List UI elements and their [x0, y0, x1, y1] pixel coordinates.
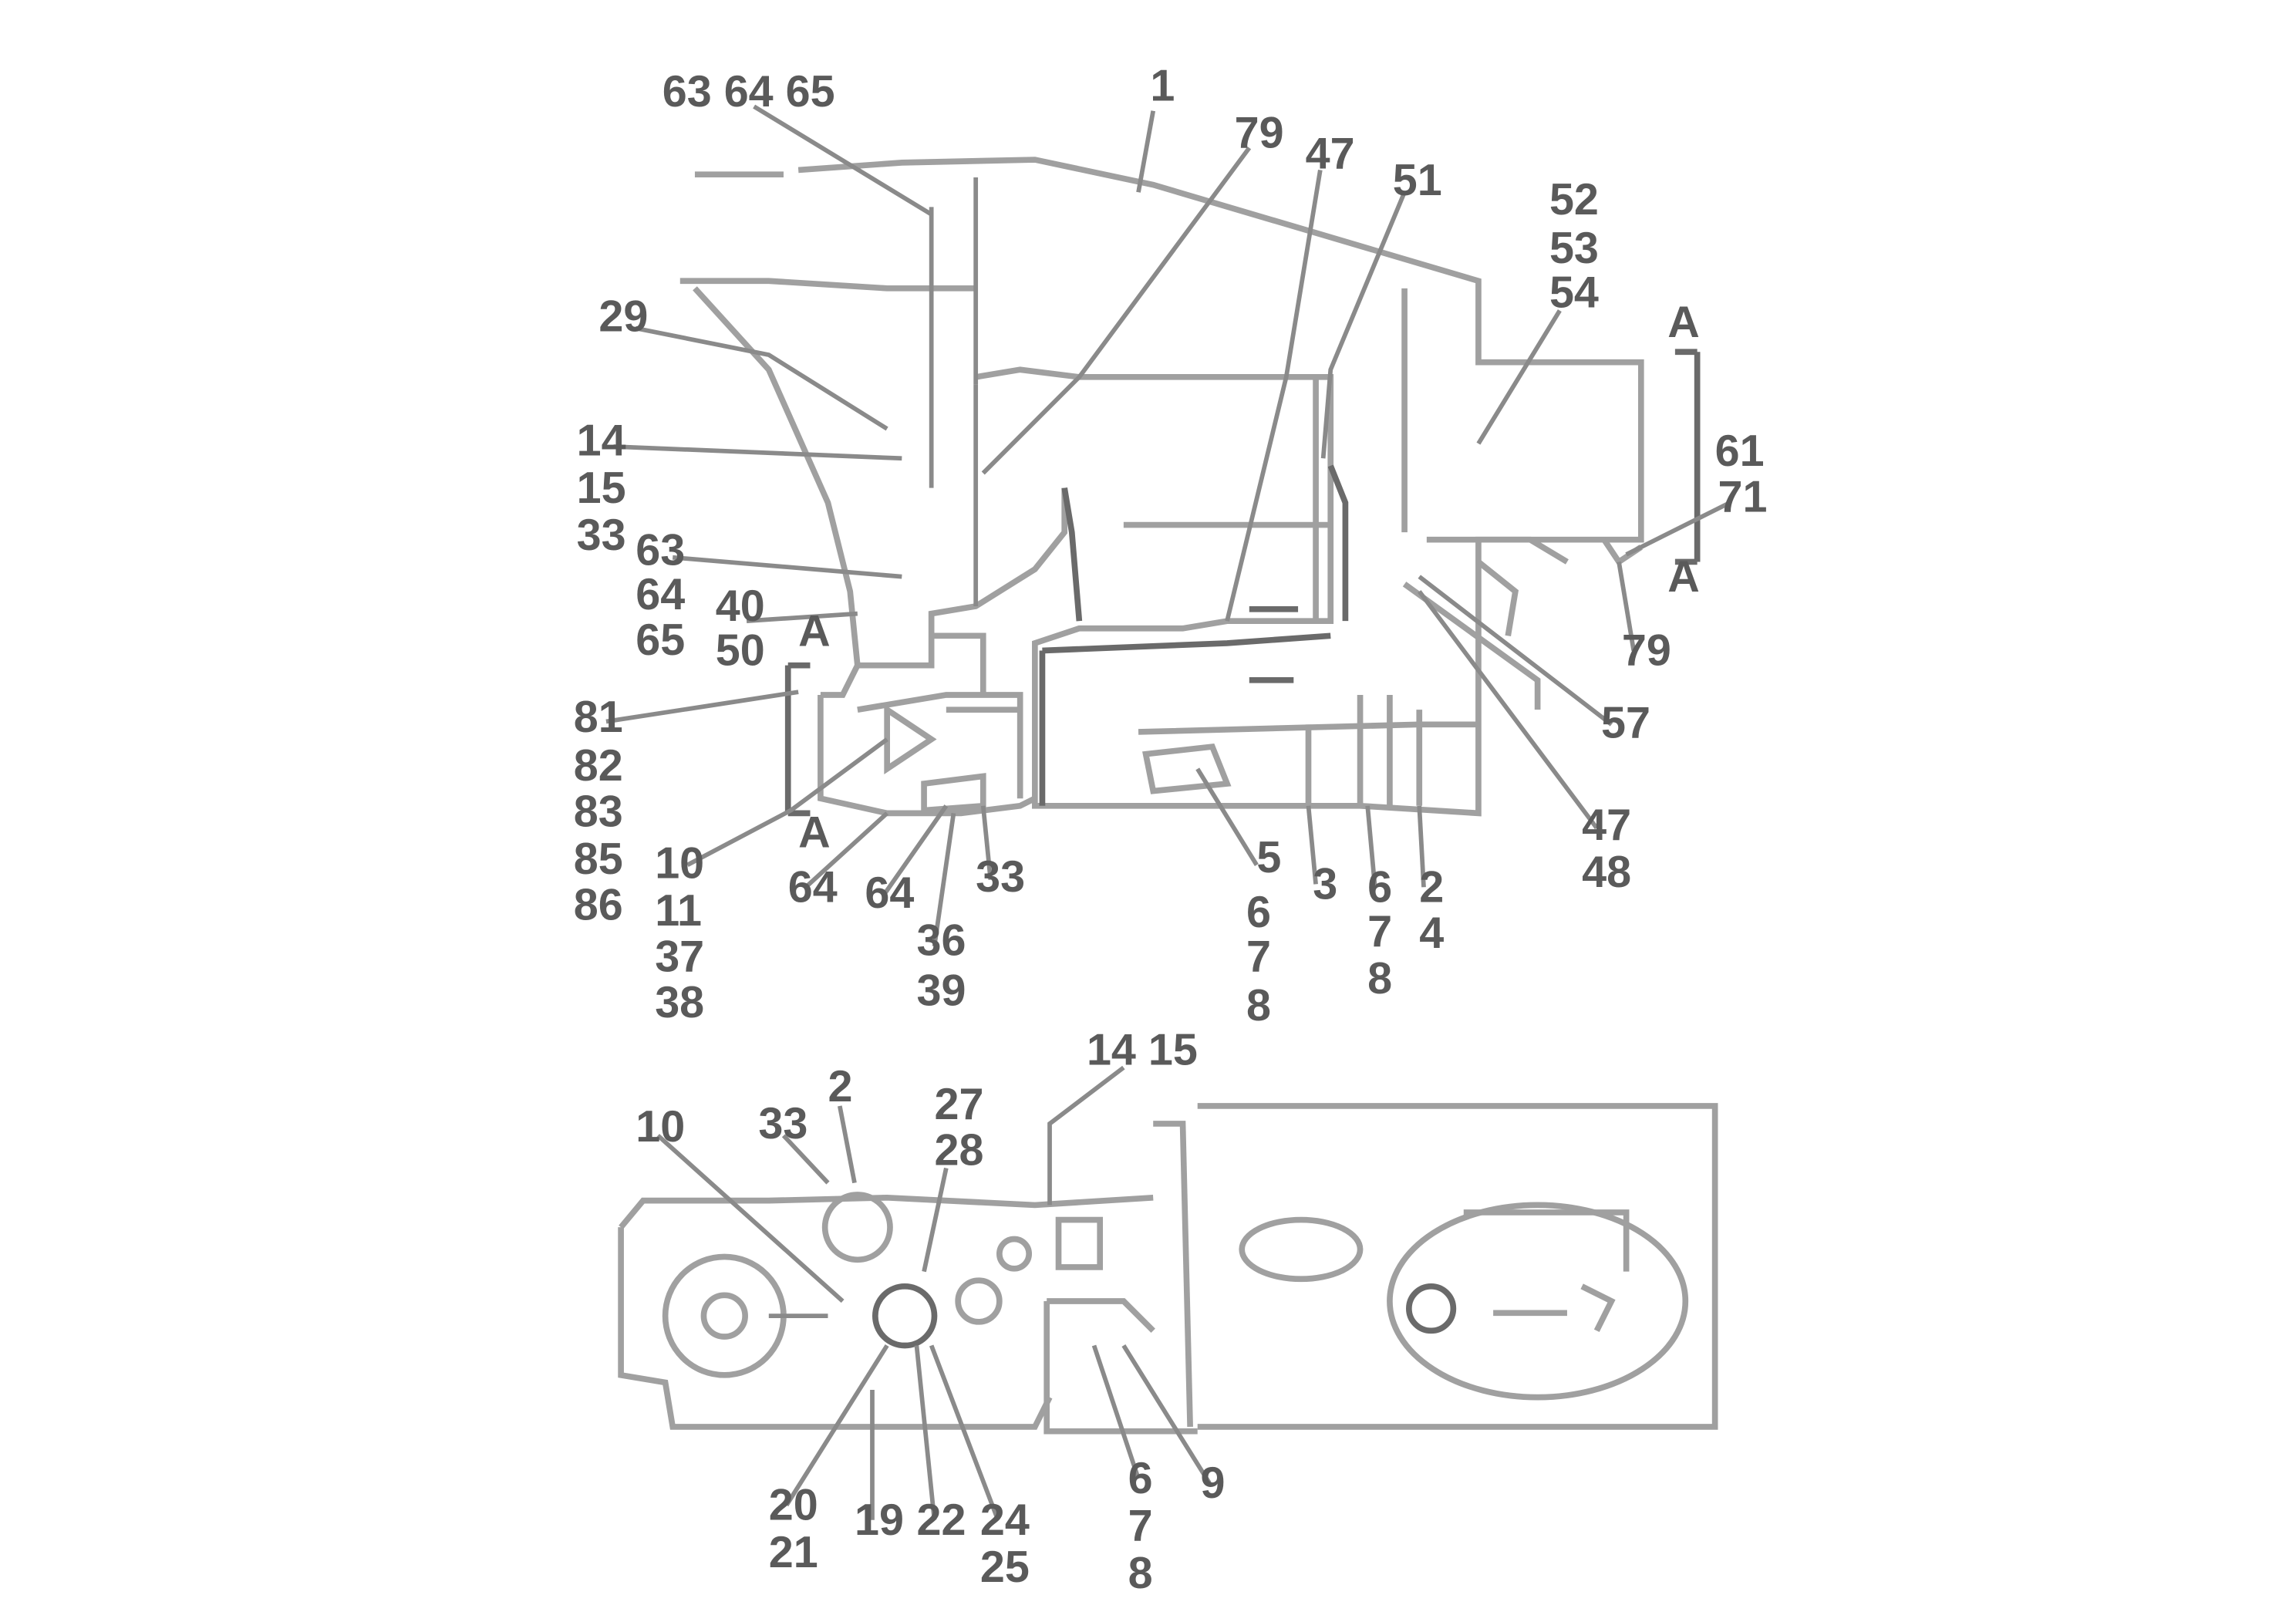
callout: 27	[935, 1080, 984, 1129]
lower-assembly-view	[618, 1103, 1718, 1435]
callout: 22	[916, 1496, 966, 1545]
callout: 48	[1582, 848, 1631, 897]
callout: 65	[636, 615, 685, 665]
callout: 53	[1549, 224, 1599, 273]
callout: 79	[1235, 109, 1284, 158]
callout: 51	[1393, 156, 1442, 205]
callout: 3	[1313, 860, 1337, 909]
callout: 63 64 65	[663, 67, 835, 116]
callout: 64	[788, 862, 838, 912]
callout: 25	[980, 1543, 1030, 1592]
callout: A	[798, 607, 831, 656]
callout: 5	[1256, 833, 1281, 882]
callout: 20	[769, 1481, 818, 1530]
callout: 64	[636, 570, 685, 619]
callout: 1	[1150, 61, 1175, 110]
callout-labels: 63 64 65 1 79 47 51 52 53 54 A 29 14 15 …	[574, 61, 1768, 1598]
callout: 7	[1367, 907, 1392, 956]
upper-assembly-view	[679, 157, 1701, 817]
callout: 85	[574, 835, 623, 884]
callout: 19	[855, 1496, 904, 1545]
callout: 36	[916, 916, 966, 965]
callout: 8	[1367, 954, 1392, 1003]
callout: 8	[1128, 1549, 1153, 1598]
callout: 7	[1246, 932, 1271, 981]
callout: 14 15	[1087, 1025, 1198, 1074]
callout: 7	[1128, 1502, 1153, 1551]
callout: 82	[574, 741, 623, 791]
callout: 33	[976, 852, 1025, 902]
callout: 71	[1718, 472, 1767, 521]
callout: 11	[655, 886, 702, 936]
callout: 37	[655, 932, 704, 981]
callout: 47	[1306, 130, 1355, 179]
callout: 83	[574, 787, 623, 837]
callout: 10	[655, 839, 704, 889]
callout: 28	[935, 1126, 984, 1175]
callout: 81	[574, 693, 623, 742]
callout: 38	[655, 978, 704, 1027]
callout: 50	[716, 626, 765, 676]
callout: 9	[1201, 1458, 1226, 1508]
callout: A	[1667, 298, 1700, 347]
callout: 8	[1246, 981, 1271, 1030]
callout: 14	[577, 416, 626, 465]
callout: 64	[865, 868, 914, 918]
callout: 54	[1549, 268, 1599, 318]
callout: 47	[1582, 801, 1631, 850]
callout: A	[798, 808, 831, 857]
callout: 63	[636, 525, 685, 575]
callout: A	[1667, 552, 1700, 602]
callout: 57	[1601, 699, 1650, 748]
upper-leader-lines	[605, 104, 1731, 947]
callout: 24	[980, 1496, 1030, 1545]
callout: 29	[598, 292, 648, 341]
callout: 15	[577, 464, 626, 513]
callout: 2	[828, 1062, 852, 1111]
callout: 10	[636, 1102, 685, 1152]
callout: 4	[1419, 909, 1444, 958]
callout: 61	[1715, 427, 1765, 476]
callout: 52	[1549, 175, 1599, 224]
callout: 6	[1246, 888, 1271, 937]
callout: 2	[1419, 862, 1444, 912]
callout: 79	[1622, 626, 1671, 676]
callout: 33	[577, 511, 626, 560]
callout: 33	[758, 1099, 807, 1148]
callout: 21	[769, 1528, 818, 1577]
callout: 6	[1367, 862, 1392, 912]
callout: 6	[1128, 1454, 1153, 1503]
callout: 40	[716, 582, 765, 631]
lower-leader-lines	[656, 1065, 1212, 1521]
callout: 86	[574, 880, 623, 929]
callout: 39	[916, 966, 966, 1016]
